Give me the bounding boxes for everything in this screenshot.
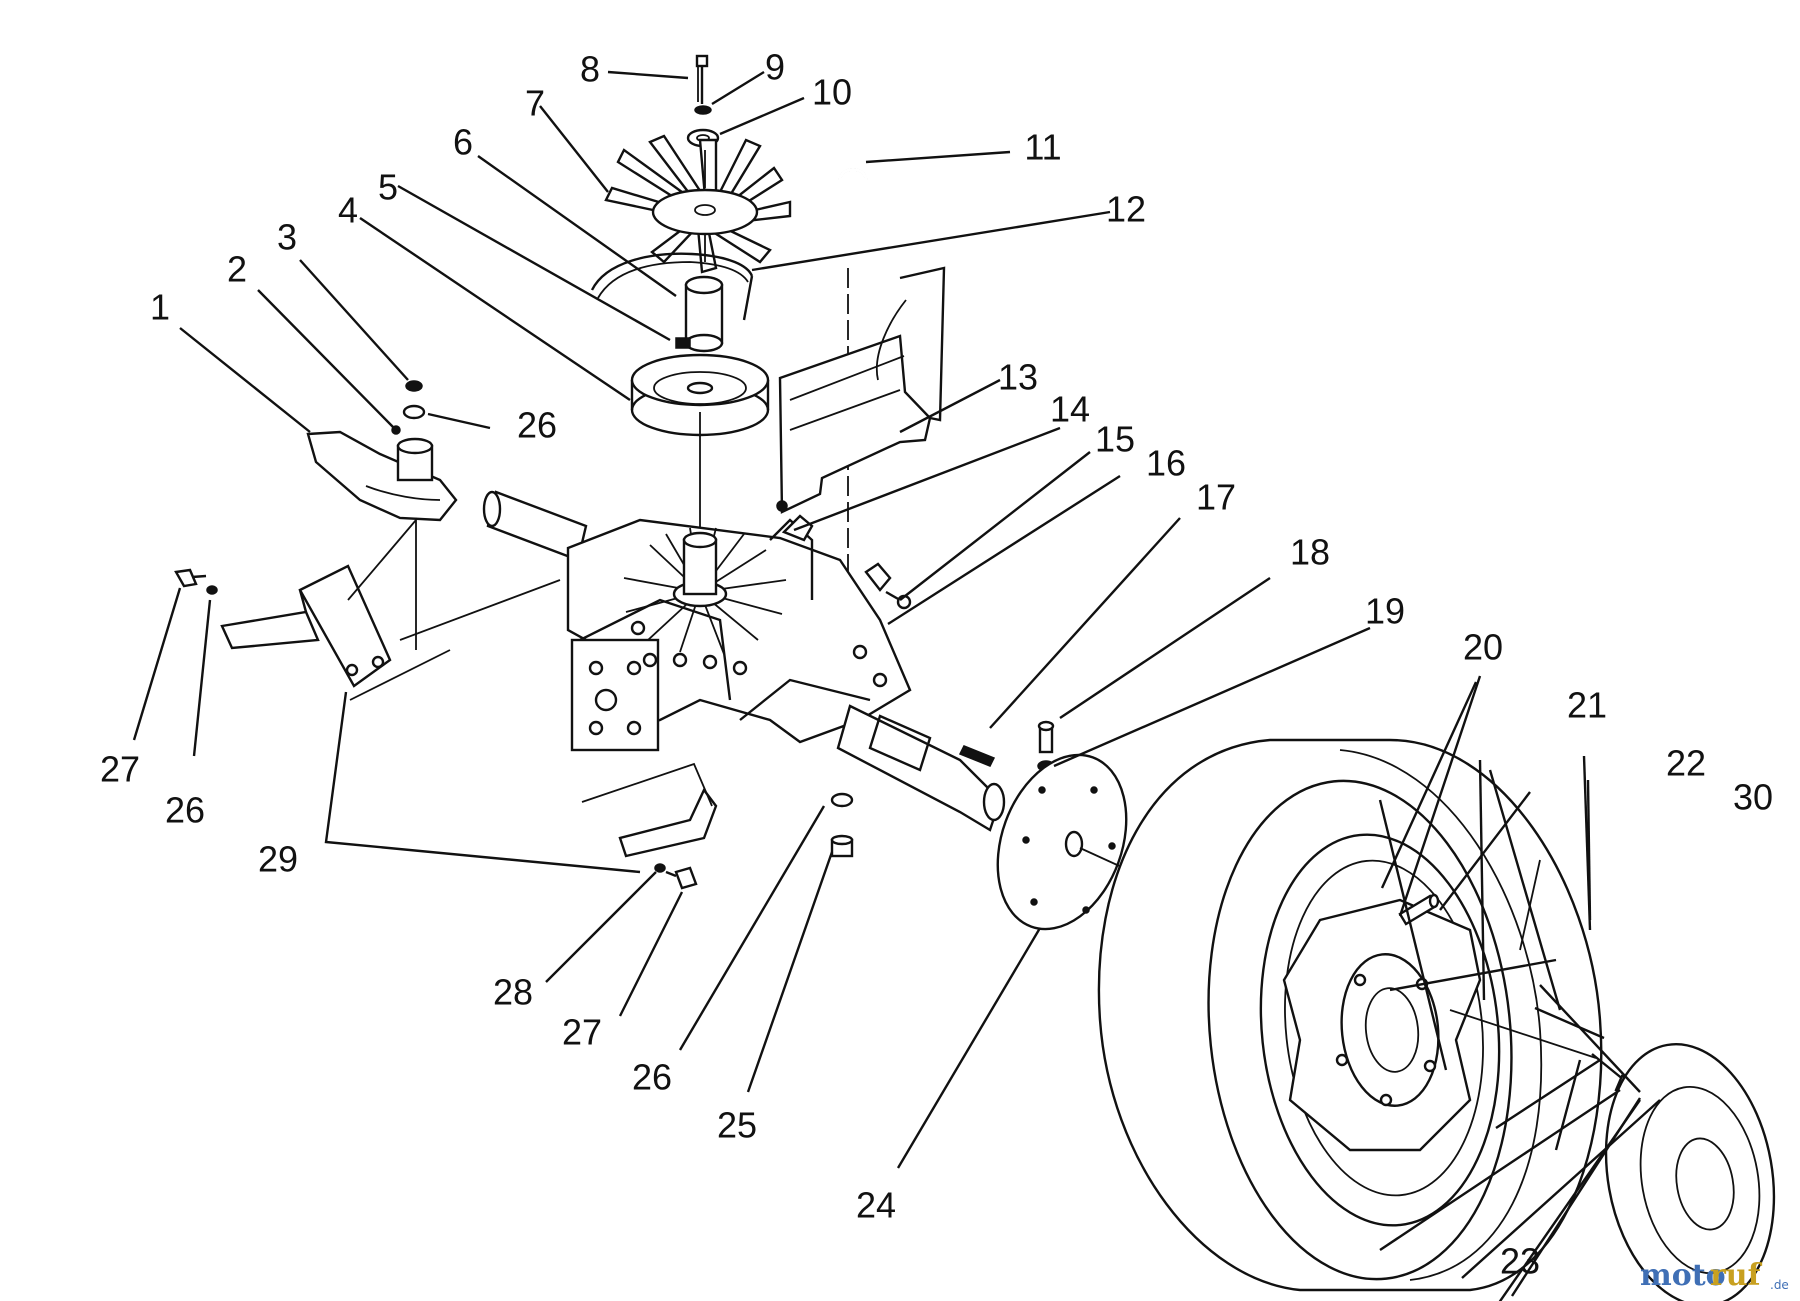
callout-30: 30	[1733, 777, 1773, 818]
callout-8: 8	[580, 49, 600, 90]
watermark-brand-right: ruf	[1710, 1258, 1763, 1293]
callout-25: 25	[717, 1105, 757, 1146]
watermark-logo: moto ruf .de	[1640, 1258, 1789, 1293]
leader-context	[399, 579, 561, 641]
nut-part	[830, 834, 854, 858]
callout-27-left: 27	[100, 749, 140, 790]
callout-7: 7	[525, 83, 545, 124]
callout-11: 11	[1024, 127, 1061, 168]
watermark-suffix: .de	[1770, 1278, 1789, 1292]
callout-5: 5	[378, 167, 398, 208]
callout-14: 14	[1050, 389, 1090, 430]
pulley-part	[630, 353, 770, 437]
washer-part	[206, 585, 218, 595]
callout-23: 23	[1500, 1241, 1540, 1282]
u-bolt-part	[838, 168, 868, 240]
callout-3: 3	[277, 217, 297, 258]
hub-flange-part	[996, 753, 1128, 931]
leader-lines	[132, 70, 1661, 1301]
callout-24: 24	[856, 1185, 896, 1226]
callout-9: 9	[765, 47, 785, 88]
leader-context	[349, 649, 451, 701]
spacer-part	[684, 275, 724, 353]
callout-labels: 8 9 10 7 6 5 4 3 2 1 11 12 13 14 15 16 1…	[100, 47, 1773, 1282]
watermark-brand-left: moto	[1640, 1258, 1726, 1293]
bolt-part	[776, 500, 788, 512]
leader-context	[1449, 1009, 1597, 1059]
bolt-part	[695, 54, 709, 104]
callout-20: 20	[1463, 627, 1503, 668]
fan-part	[604, 134, 792, 274]
bolt-part	[174, 568, 207, 588]
callout-27-bottom: 27	[562, 1012, 602, 1053]
callout-6: 6	[453, 122, 473, 163]
transaxle-housing	[566, 518, 912, 752]
callout-2: 2	[227, 249, 247, 290]
brake-arm-part	[306, 430, 458, 522]
callout-1: 1	[150, 287, 170, 328]
washer-part	[654, 863, 666, 873]
callout-22: 22	[1666, 743, 1706, 784]
callout-18: 18	[1290, 532, 1330, 573]
callout-17: 17	[1196, 477, 1236, 518]
callout-26-left: 26	[165, 790, 205, 831]
bracket-part	[864, 562, 892, 592]
frame-bracket	[778, 266, 946, 514]
callout-12: 12	[1106, 189, 1146, 230]
washer-part	[402, 404, 426, 420]
right-axle	[836, 704, 1006, 832]
callout-4: 4	[338, 190, 358, 231]
washer-part	[830, 792, 854, 808]
mount-bracket-part	[220, 517, 417, 688]
callout-28: 28	[493, 972, 533, 1013]
callout-21: 21	[1567, 685, 1607, 726]
callout-13: 13	[998, 357, 1038, 398]
lower-bracket-part	[581, 762, 718, 858]
nut-part	[405, 380, 423, 392]
set-screw-part	[1037, 720, 1055, 754]
callout-15: 15	[1095, 419, 1135, 460]
bolt-part	[665, 866, 698, 890]
callout-16: 16	[1146, 443, 1186, 484]
callout-26-bottom: 26	[632, 1057, 672, 1098]
callout-29: 29	[258, 839, 298, 880]
belt-guard-part	[590, 252, 754, 321]
lock-washer-part	[694, 105, 712, 115]
callout-26-top: 26	[517, 405, 557, 446]
callout-10: 10	[812, 72, 852, 113]
key-part	[675, 337, 691, 349]
callout-19: 19	[1365, 591, 1405, 632]
key-part	[958, 745, 996, 767]
